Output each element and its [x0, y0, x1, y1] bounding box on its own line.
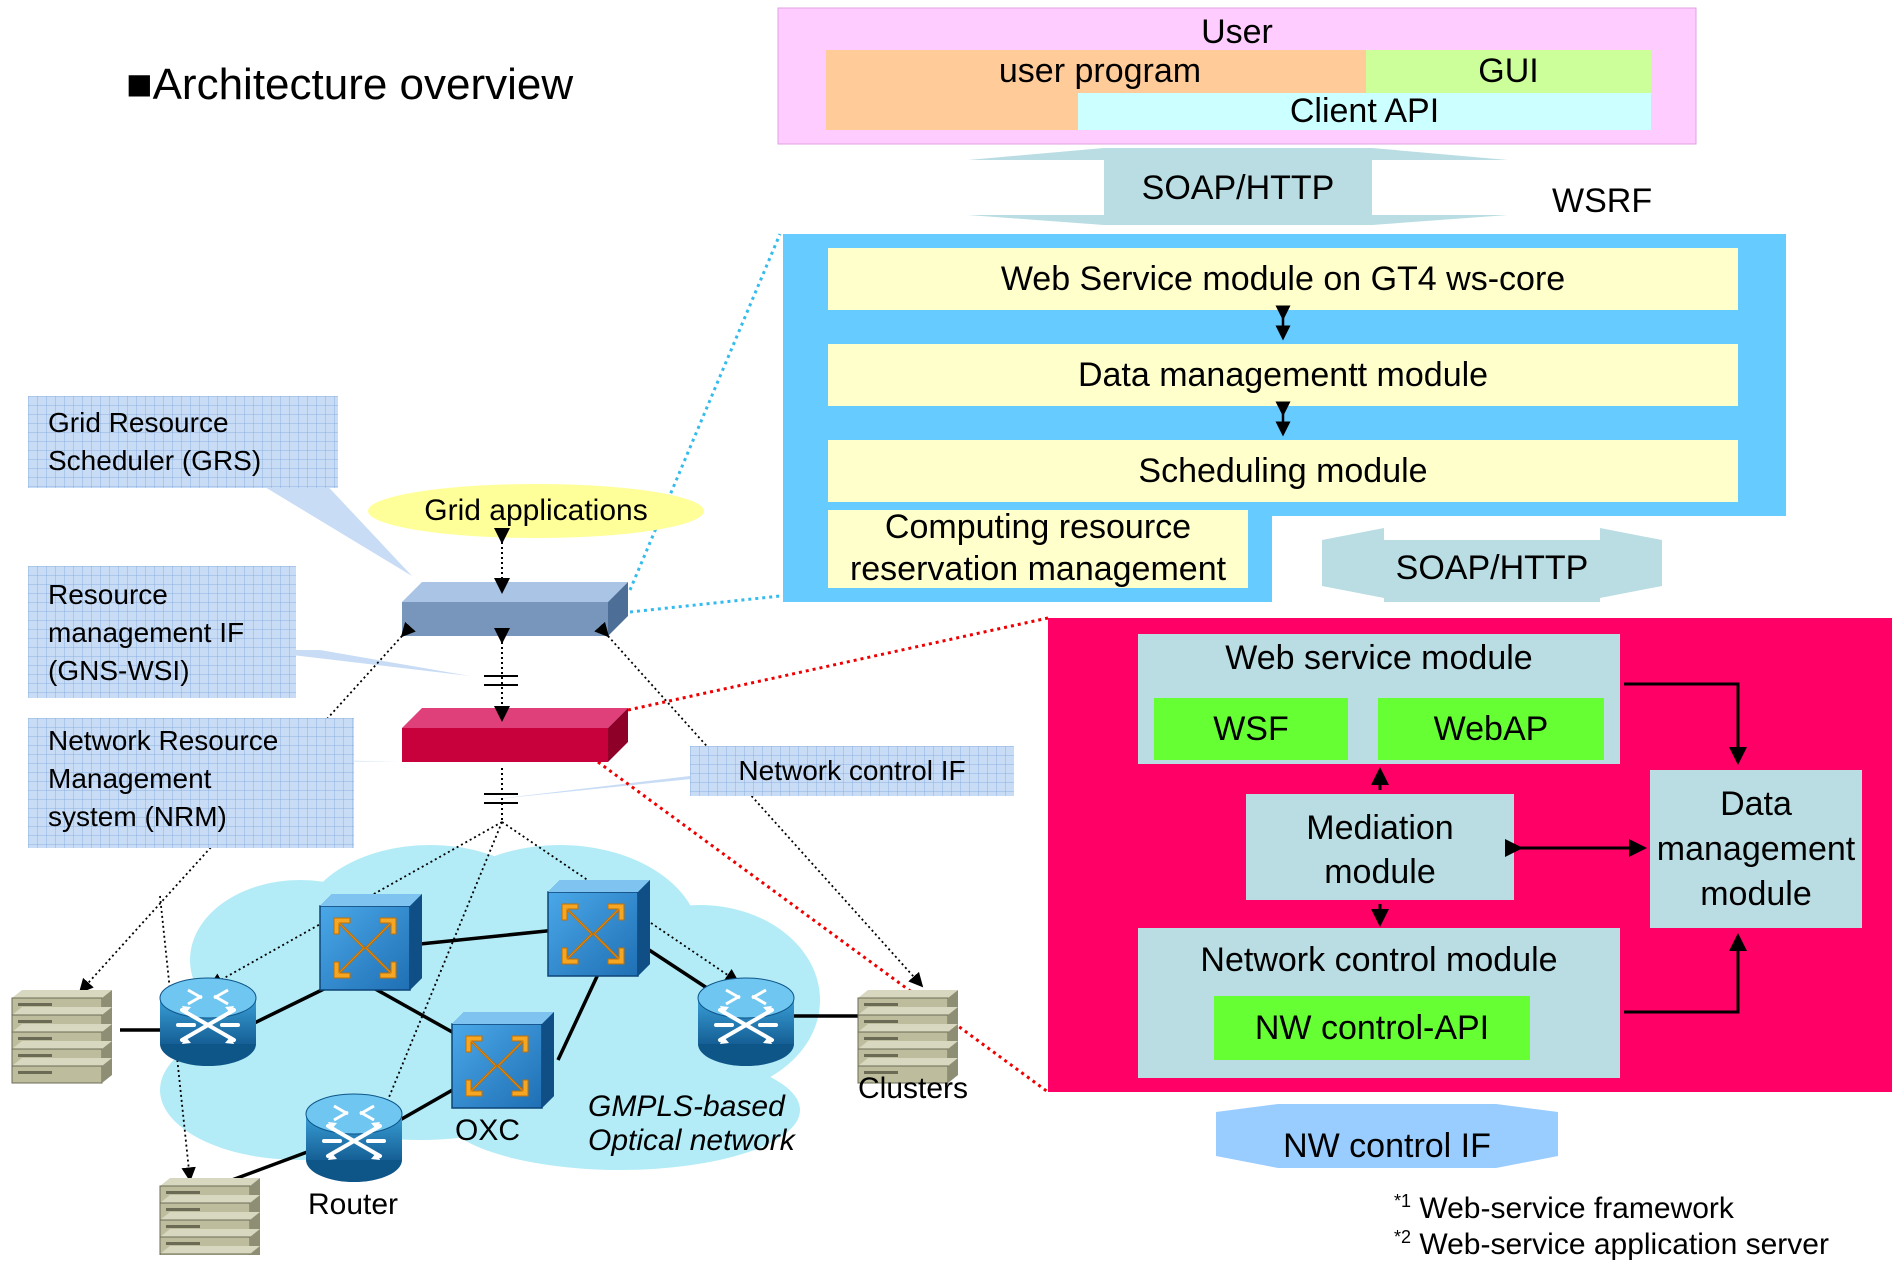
client-api-shape — [1078, 93, 1651, 130]
nrm-callout-text: Network Resource Management system (NRM) — [48, 722, 278, 836]
scheduling-module-shape — [828, 440, 1738, 502]
nrm-callout-line3: system (NRM) — [48, 801, 227, 832]
oxc-left-icon — [319, 893, 423, 991]
nw-control-api-label: NW control-API — [1254, 1009, 1490, 1047]
oxc-bottom-icon — [451, 1011, 555, 1109]
router-label: Router — [308, 1188, 399, 1221]
grs-callout-line1: Grid Resource — [48, 407, 229, 438]
wsrf-label: WSRF — [1552, 182, 1653, 220]
ws-module-shape — [828, 248, 1738, 310]
gui-shape — [1366, 50, 1651, 93]
mediation-module-shape — [1246, 794, 1514, 900]
webap-shape — [1378, 698, 1604, 760]
data-management-shape — [1650, 770, 1862, 928]
mediation-module-label: Mediation module — [1246, 806, 1514, 894]
rmif-callout: Resource management IF (GNS-WSI) — [28, 566, 296, 698]
nrm-callout-line1: Network Resource — [48, 725, 279, 756]
user-program-shape — [826, 50, 1366, 130]
computing-line2: reservation management — [849, 550, 1227, 588]
mediation-line1: Mediation — [1306, 809, 1454, 847]
data-mgmt-line1: Data — [1720, 785, 1792, 823]
webap-label: WebAP — [1433, 710, 1549, 748]
soap-arrow-mid — [1322, 528, 1662, 602]
nw-control-if-label: NW control IF — [1283, 1127, 1491, 1165]
nrm-internal-arrows — [1371, 682, 1747, 1014]
router-right-icon — [696, 976, 796, 1068]
nrm-connector-top — [627, 616, 1049, 712]
user-title: User — [1201, 13, 1273, 51]
soap-arrow-top — [968, 148, 1508, 225]
data-mgmt-line3: module — [1700, 875, 1812, 913]
ws-module-label: Web Service module on GT4 ws-core — [1000, 260, 1566, 298]
computing-module-label: Computing resource reservation managemen… — [828, 508, 1248, 588]
nrm-callout: Network Resource Management system (NRM) — [28, 718, 354, 848]
router-left-icon — [158, 976, 258, 1068]
rmif-line2: management IF — [48, 617, 245, 648]
page-title: ■Architecture overview — [126, 60, 574, 109]
server-bottom-icon — [159, 1177, 261, 1255]
router-bottom-icon — [304, 1092, 404, 1184]
grs-connector-bottom — [629, 594, 781, 614]
footnote-2-text: Web-service application server — [1411, 1228, 1829, 1261]
grs-connector-top — [628, 233, 782, 591]
nrm-box — [402, 708, 628, 762]
rmif-callout-text: Resource management IF (GNS-WSI) — [48, 576, 244, 690]
clusters-server-icon — [857, 989, 959, 1084]
nrm-callout-line2: Management — [48, 763, 212, 794]
gmpls-line2: Optical network — [588, 1124, 795, 1157]
oxc-label: OXC — [455, 1114, 521, 1147]
footnote-2: *2 Web-service application server — [1394, 1220, 1829, 1262]
gmpls-label: GMPLS-based Optical network — [588, 1090, 795, 1158]
footnote-1-text: Web-service framework — [1411, 1192, 1734, 1225]
client-api-label: Client API — [1289, 92, 1440, 130]
web-service-module-label: Web service module — [1225, 639, 1533, 677]
nw-control-if-arrow — [1216, 1104, 1558, 1168]
scheduling-module-label: Scheduling module — [1138, 452, 1428, 490]
user-program-label: user program — [998, 52, 1202, 90]
data-module-shape — [828, 344, 1738, 406]
grs-box — [402, 582, 628, 636]
gui-label: GUI — [1478, 52, 1539, 90]
mediation-line2: module — [1324, 853, 1436, 891]
grs-callout: Grid Resource Scheduler (GRS) — [28, 396, 338, 488]
network-control-if-callout: Network control IF — [690, 746, 1014, 796]
data-module-label: Data managementt module — [1077, 356, 1489, 394]
gmpls-line1: GMPLS-based — [588, 1090, 785, 1123]
oxc-right-icon — [547, 879, 651, 977]
rmif-line3: (GNS-WSI) — [48, 655, 190, 686]
wsf-label: WSF — [1213, 710, 1289, 748]
computing-module-shape — [828, 510, 1248, 588]
clusters-label: Clusters — [858, 1072, 969, 1105]
network-control-if-callout-label: Network control IF — [738, 755, 966, 786]
grs-callout-line2: Scheduler (GRS) — [48, 445, 262, 476]
soap-http-mid-label: SOAP/HTTP — [1395, 549, 1589, 587]
footnote-1: *1 Web-service framework — [1394, 1184, 1734, 1226]
soap-http-top-label: SOAP/HTTP — [1141, 169, 1335, 207]
computing-line1: Computing resource — [884, 508, 1192, 546]
data-mgmt-line2: management — [1656, 830, 1856, 868]
grid-applications-label: Grid applications — [424, 494, 648, 527]
network-control-module-label: Network control module — [1200, 941, 1558, 979]
wsf-shape — [1154, 698, 1348, 760]
if-marks — [484, 675, 518, 804]
grid-applications-ellipse — [368, 484, 704, 538]
footnote-1-mark: *1 — [1394, 1191, 1412, 1211]
rmif-line1: Resource — [48, 579, 168, 610]
server-left-icon — [11, 989, 113, 1084]
data-management-label: Data management module — [1646, 782, 1866, 917]
footnote-2-mark: *2 — [1394, 1227, 1412, 1247]
nw-control-api-shape — [1214, 996, 1530, 1060]
